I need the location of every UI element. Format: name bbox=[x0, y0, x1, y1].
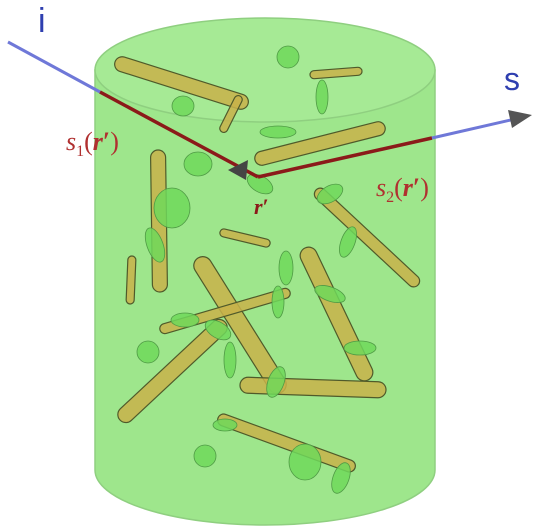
point-label: r′ bbox=[254, 194, 269, 219]
scattered-arrowhead bbox=[508, 110, 532, 128]
particle-blob bbox=[204, 319, 232, 341]
rod bbox=[309, 66, 363, 80]
rod bbox=[219, 228, 271, 248]
scattered-label: s bbox=[504, 61, 520, 97]
particle-blob bbox=[315, 79, 329, 115]
particle-blob bbox=[314, 285, 346, 303]
particle-blob bbox=[212, 418, 238, 432]
path-segment-s2 bbox=[257, 136, 433, 179]
rod bbox=[117, 318, 228, 424]
rod bbox=[114, 56, 249, 110]
rod bbox=[254, 121, 386, 166]
particle-blob bbox=[144, 227, 166, 263]
particle-blob bbox=[316, 183, 344, 205]
particle-blob bbox=[276, 45, 300, 69]
particle-blob bbox=[339, 226, 357, 258]
cylinder bbox=[94, 17, 436, 526]
particle-blob bbox=[271, 285, 285, 319]
rod bbox=[313, 187, 421, 288]
incident-beam bbox=[7, 40, 101, 94]
scattered-beam bbox=[431, 117, 516, 140]
particle-blob bbox=[343, 340, 377, 356]
particle-blob bbox=[193, 444, 217, 468]
particle-blob bbox=[259, 125, 297, 139]
particle-blob bbox=[278, 250, 294, 286]
incident-arrowhead bbox=[228, 160, 248, 180]
path-label-s2: s2(r′) bbox=[376, 173, 429, 206]
particle-blob bbox=[331, 462, 351, 494]
particle-blob bbox=[136, 340, 160, 364]
path-label-s1: s1(r′) bbox=[66, 127, 119, 160]
particle-blob bbox=[266, 366, 286, 398]
particle-blob bbox=[288, 443, 322, 481]
particle-blob bbox=[153, 187, 191, 229]
particle-blob bbox=[171, 95, 195, 117]
particle-blob bbox=[183, 151, 213, 177]
incident-label: i bbox=[38, 2, 46, 40]
rod bbox=[219, 94, 243, 134]
rods-group bbox=[114, 56, 421, 473]
particle-blob bbox=[223, 341, 237, 379]
blobs-group bbox=[136, 45, 377, 494]
particle-blob bbox=[170, 312, 200, 328]
path-segment-s1 bbox=[99, 90, 259, 179]
rod bbox=[125, 255, 137, 305]
